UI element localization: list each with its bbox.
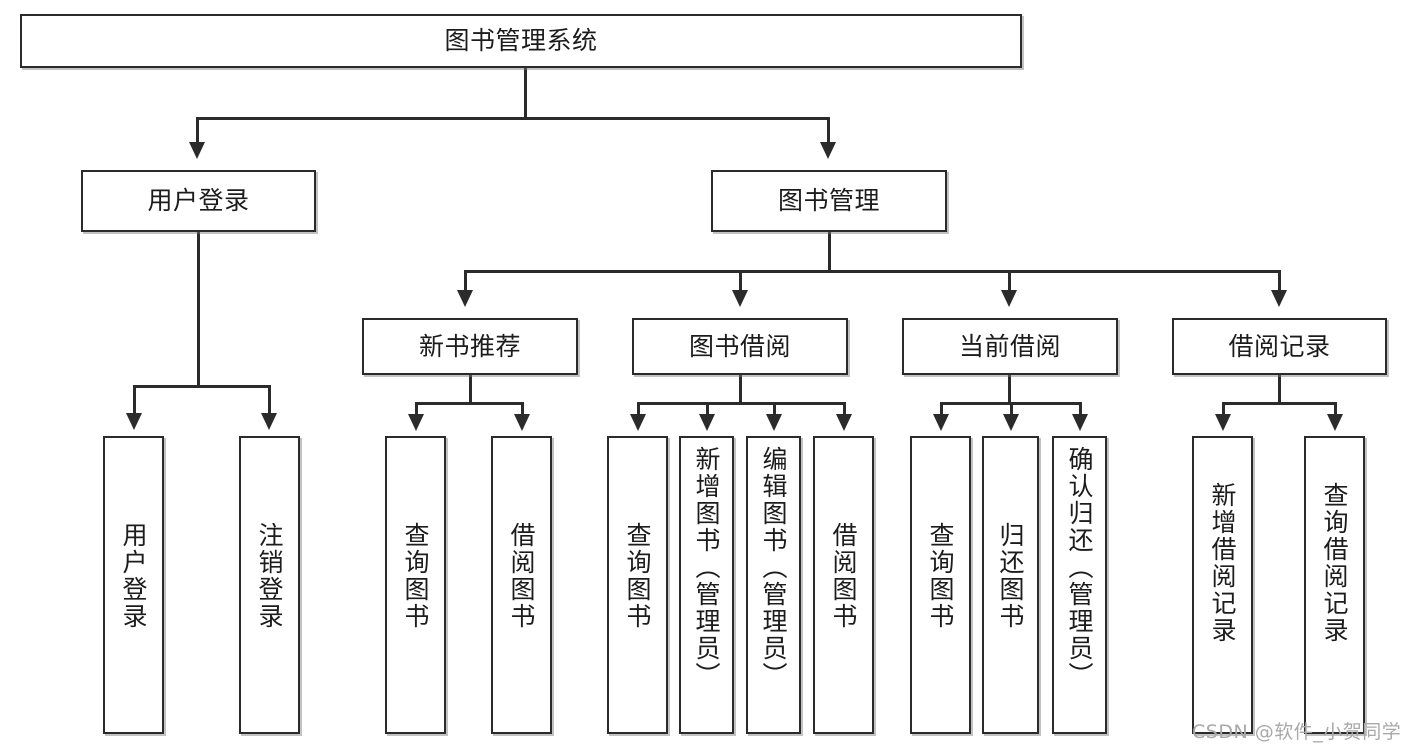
- node-label: 当前借阅: [958, 331, 1061, 361]
- node-leaf-confirm-return-admin[interactable]: 确认归还（管理员）: [1052, 436, 1107, 734]
- connector-book-borrow-stem: [739, 375, 742, 404]
- connector-bm-drop-2: [739, 270, 742, 292]
- connector-book-manage-bus: [464, 270, 1280, 273]
- node-label: 查询图书: [623, 522, 652, 630]
- node-label: 确认归还（管理员）: [1065, 446, 1094, 689]
- arrowhead-leaf-edit-book: [766, 414, 782, 431]
- node-leaf-query-book-borrow[interactable]: 查询图书: [607, 436, 668, 734]
- connector-bb-drop-1: [637, 402, 640, 416]
- arrowhead-leaf-return-book: [1003, 414, 1019, 431]
- node-label: 图书管理系统: [444, 26, 598, 56]
- arrowhead-leaf-user-login: [126, 413, 142, 430]
- connector-book-borrow-bus: [637, 402, 845, 405]
- arrowhead-current-borrow: [1001, 290, 1017, 307]
- connector-user-login-drop-2: [268, 385, 271, 415]
- arrowhead-leaf-add-book: [699, 414, 715, 431]
- connector-bm-drop-3: [1008, 270, 1011, 292]
- connector-cb-drop-1: [940, 402, 943, 416]
- node-leaf-user-login[interactable]: 用户登录: [103, 436, 164, 734]
- arrowhead-leaf-borrow-book-1: [514, 414, 530, 431]
- arrowhead-leaf-add-record: [1215, 414, 1231, 431]
- connector-bb-drop-3: [773, 402, 776, 416]
- node-leaf-query-borrow-record[interactable]: 查询借阅记录: [1304, 436, 1365, 734]
- connector-new-book-rec-stem: [469, 375, 472, 404]
- node-label: 编辑图书（管理员）: [759, 446, 788, 689]
- connector-root-bus: [196, 117, 828, 120]
- node-current-borrow[interactable]: 当前借阅: [902, 318, 1118, 375]
- node-leaf-return-book[interactable]: 归还图书: [982, 436, 1039, 734]
- arrowhead-user-login: [189, 142, 205, 159]
- node-label: 图书管理: [777, 186, 880, 216]
- arrowhead-leaf-query-book-2: [630, 414, 646, 431]
- node-label: 查询借阅记录: [1320, 482, 1349, 644]
- connector-br-drop-1: [1222, 402, 1225, 416]
- node-leaf-add-book-admin[interactable]: 新增图书（管理员）: [679, 436, 734, 734]
- arrowhead-leaf-query-book-1: [408, 414, 424, 431]
- connector-nbr-drop-2: [521, 402, 524, 416]
- connector-cb-drop-3: [1079, 402, 1082, 416]
- connector-borrow-record-stem: [1278, 375, 1281, 404]
- connector-bb-drop-2: [706, 402, 709, 416]
- node-leaf-query-book-recommend[interactable]: 查询图书: [385, 436, 446, 734]
- arrowhead-leaf-query-record: [1327, 414, 1343, 431]
- node-label: 借阅记录: [1228, 331, 1331, 361]
- node-label: 注销登录: [255, 522, 284, 630]
- connector-bb-drop-4: [843, 402, 846, 416]
- connector-borrow-record-bus: [1222, 402, 1336, 405]
- connector-new-book-rec-bus: [415, 402, 523, 405]
- node-borrow-record[interactable]: 借阅记录: [1172, 318, 1387, 375]
- connector-book-manage-stem: [828, 232, 831, 272]
- connector-user-login-drop-1: [133, 385, 136, 415]
- node-leaf-query-book-current[interactable]: 查询图书: [910, 436, 971, 734]
- connector-bm-drop-1: [464, 270, 467, 292]
- arrowhead-borrow-record: [1271, 290, 1287, 307]
- node-label: 新增图书（管理员）: [692, 446, 721, 689]
- connector-br-drop-2: [1334, 402, 1337, 416]
- node-leaf-user-logout[interactable]: 注销登录: [239, 436, 300, 734]
- connector-user-login-bus: [133, 385, 270, 388]
- node-label: 借阅图书: [507, 522, 536, 630]
- node-label: 归还图书: [996, 522, 1025, 630]
- node-leaf-add-borrow-record[interactable]: 新增借阅记录: [1192, 436, 1253, 734]
- node-new-book-recommend[interactable]: 新书推荐: [362, 318, 578, 375]
- arrowhead-leaf-borrow-book-2: [836, 414, 852, 431]
- connector-cb-drop-2: [1010, 402, 1013, 416]
- node-label: 用户登录: [119, 522, 148, 630]
- node-label: 查询图书: [926, 522, 955, 630]
- node-label: 图书借阅: [688, 331, 791, 361]
- node-label: 用户登录: [147, 186, 250, 216]
- node-book-manage[interactable]: 图书管理: [711, 170, 947, 232]
- connector-user-login-stem: [197, 232, 200, 387]
- node-label: 新书推荐: [418, 331, 521, 361]
- arrowhead-book-borrow: [732, 290, 748, 307]
- arrowhead-leaf-user-logout: [261, 413, 277, 430]
- node-root-system[interactable]: 图书管理系统: [20, 14, 1022, 68]
- arrowhead-leaf-query-book-3: [933, 414, 949, 431]
- connector-bm-drop-4: [1278, 270, 1281, 292]
- arrowhead-book-manage: [820, 142, 836, 159]
- arrowhead-leaf-confirm-return: [1072, 414, 1088, 431]
- node-label: 新增借阅记录: [1208, 482, 1237, 644]
- connector-current-borrow-stem: [1008, 375, 1011, 404]
- arrowhead-new-book-rec: [457, 290, 473, 307]
- node-leaf-edit-book-admin[interactable]: 编辑图书（管理员）: [746, 436, 801, 734]
- connector-root-to-book-manage: [827, 117, 830, 144]
- connector-root-to-user-login: [196, 117, 199, 144]
- connector-nbr-drop-1: [415, 402, 418, 416]
- node-label: 借阅图书: [829, 522, 858, 630]
- node-user-login[interactable]: 用户登录: [81, 170, 316, 232]
- connector-root-stem: [524, 68, 527, 119]
- node-leaf-borrow-book-borrow[interactable]: 借阅图书: [813, 436, 874, 734]
- node-book-borrow[interactable]: 图书借阅: [632, 318, 848, 375]
- node-leaf-borrow-book-recommend[interactable]: 借阅图书: [491, 436, 552, 734]
- node-label: 查询图书: [401, 522, 430, 630]
